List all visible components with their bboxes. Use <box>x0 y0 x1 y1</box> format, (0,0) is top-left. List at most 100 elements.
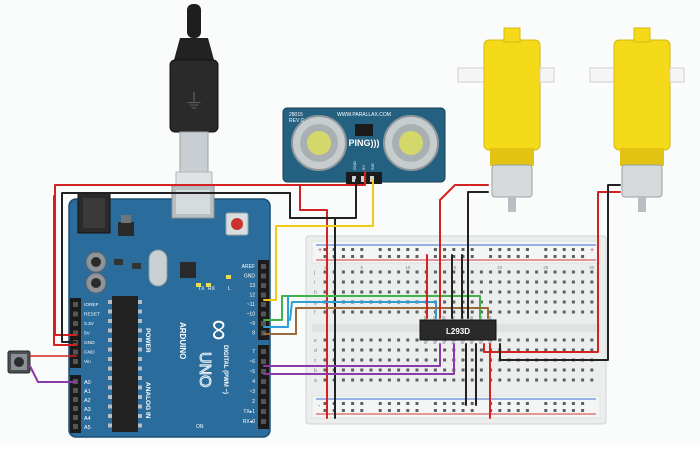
pin-label: AREF <box>242 264 255 270</box>
bb-hole <box>323 358 327 362</box>
bb-hole <box>544 348 548 352</box>
bb-hole <box>507 290 511 294</box>
pin-label: GND <box>84 350 95 356</box>
bb-hole <box>544 368 548 372</box>
pin-label: GND <box>84 340 95 346</box>
bb-hole <box>590 280 594 284</box>
bb-rail-hole <box>360 248 364 251</box>
l-label: L <box>228 286 231 292</box>
bb-hole <box>452 300 456 304</box>
bb-rail-hole <box>461 248 465 251</box>
bb-rail-hole <box>553 248 557 251</box>
bb-column-number: 1 <box>324 265 327 270</box>
bb-rail-hole <box>525 409 529 412</box>
bb-rail-hole <box>415 248 419 251</box>
l293d-chip[interactable]: L293D <box>419 316 497 344</box>
bb-hole <box>535 300 539 304</box>
bb-hole <box>443 270 447 274</box>
bb-hole <box>498 290 502 294</box>
bb-hole <box>544 270 548 274</box>
bb-hole <box>553 310 557 314</box>
bb-hole <box>571 310 575 314</box>
bb-rail-hole <box>452 248 456 251</box>
bb-hole <box>470 280 474 284</box>
bb-hole <box>470 368 474 372</box>
bb-hole <box>571 338 575 342</box>
bb-rail-hole <box>323 402 327 405</box>
bb-rail-hole <box>378 409 382 412</box>
bb-hole <box>323 310 327 314</box>
bb-hole <box>535 378 539 382</box>
bb-rail-hole <box>562 255 566 258</box>
bb-hole <box>406 348 410 352</box>
bb-hole <box>498 280 502 284</box>
bb-hole <box>525 290 529 294</box>
bb-hole <box>525 280 529 284</box>
bb-rail-hole <box>415 402 419 405</box>
bb-hole <box>341 378 345 382</box>
bb-rail-hole <box>378 248 382 251</box>
bb-hole <box>544 300 548 304</box>
bb-rail-hole <box>489 248 493 251</box>
bb-hole <box>507 300 511 304</box>
bb-hole <box>351 338 355 342</box>
bb-rail-hole <box>351 255 355 258</box>
bb-hole <box>360 280 364 284</box>
bb-rail-hole <box>507 409 511 412</box>
bb-hole <box>341 310 345 314</box>
bb-hole <box>507 280 511 284</box>
pin-label: 2 <box>252 399 255 405</box>
bb-hole <box>479 270 483 274</box>
bb-hole <box>397 338 401 342</box>
motor-right[interactable] <box>589 27 685 212</box>
bb-rail-hole <box>406 402 410 405</box>
bb-hole <box>535 338 539 342</box>
bb-hole <box>406 338 410 342</box>
wire-purple-1 <box>263 343 441 367</box>
sensor-part: 28015 <box>289 112 303 118</box>
bb-column-number: 15 <box>451 265 457 270</box>
wire-sig-yellow <box>263 179 374 301</box>
bb-hole <box>433 290 437 294</box>
bb-rail-hole <box>581 248 585 251</box>
bb-rail-hole <box>452 409 456 412</box>
bb-rail-hole <box>415 255 419 258</box>
bb-hole <box>351 368 355 372</box>
bb-rail-hole <box>461 409 465 412</box>
bb-hole <box>571 280 575 284</box>
bb-hole <box>397 348 401 352</box>
pin-label: GND <box>244 274 256 280</box>
pin-label: 4 <box>252 379 255 385</box>
bb-hole <box>544 290 548 294</box>
bb-rail-hole <box>351 402 355 405</box>
bb-hole <box>387 280 391 284</box>
bb-hole <box>544 378 548 382</box>
bb-hole <box>378 270 382 274</box>
bb-hole <box>397 290 401 294</box>
bb-hole <box>590 368 594 372</box>
push-button[interactable] <box>7 350 31 374</box>
bb-rail-hole <box>433 409 437 412</box>
wires <box>29 171 621 419</box>
pin-label: ~6 <box>249 359 255 365</box>
arduino-board[interactable]: ∞ ARDUINO UNO POWER ANALOG IN DIGITAL (P… <box>68 185 271 438</box>
bb-hole <box>351 270 355 274</box>
bb-hole <box>498 270 502 274</box>
bb-hole <box>406 280 410 284</box>
bb-rail-hole <box>406 248 410 251</box>
bb-rail-hole <box>341 255 345 258</box>
motor-left[interactable] <box>457 27 555 212</box>
bb-hole <box>581 310 585 314</box>
bb-rail-hole <box>489 255 493 258</box>
bb-hole <box>397 280 401 284</box>
bb-hole <box>470 348 474 352</box>
bb-hole <box>406 358 410 362</box>
bb-hole <box>516 310 520 314</box>
pin-label: A0 <box>84 380 91 386</box>
bb-hole <box>360 348 364 352</box>
bb-hole <box>433 378 437 382</box>
bb-hole <box>553 378 557 382</box>
